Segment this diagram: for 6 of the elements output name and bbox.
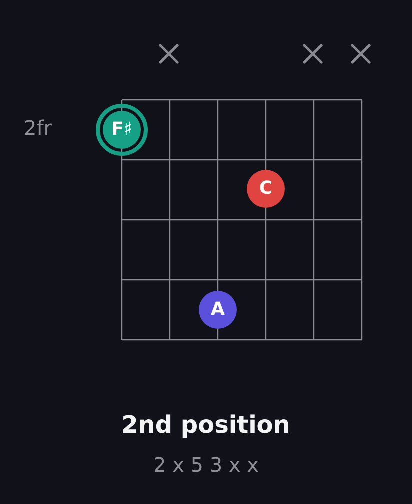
note-marker: A [199, 291, 237, 329]
note-marker: C [247, 170, 285, 208]
chord-title: 2nd position [122, 411, 290, 439]
root-note-marker: F♯ [96, 104, 148, 156]
fret-number: 2fr [24, 117, 52, 140]
fingering-text: 2 x 5 3 x x [154, 454, 259, 477]
